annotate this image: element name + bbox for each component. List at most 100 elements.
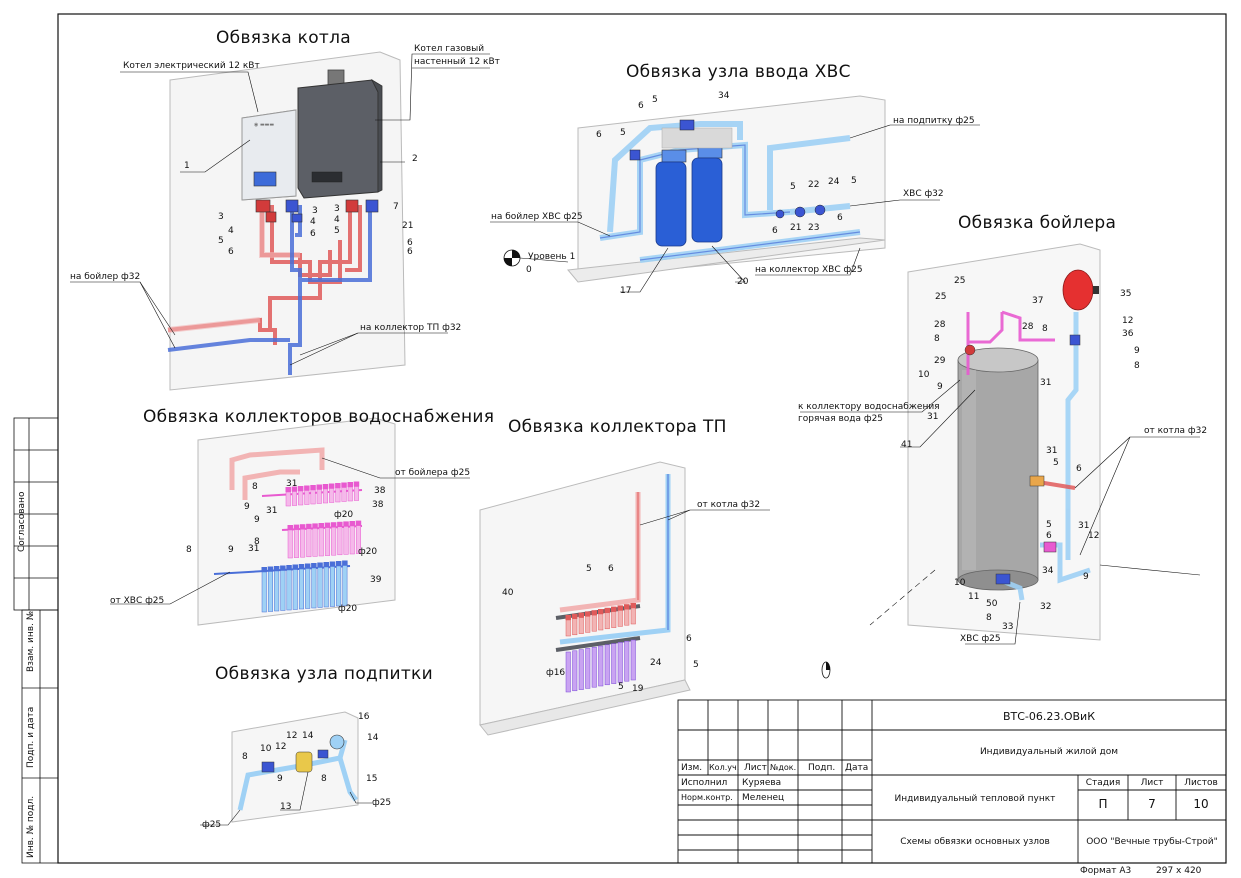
from-hvs-label: от ХВС ф25 (110, 596, 165, 606)
stamp-person: Куряева (742, 778, 782, 788)
pos-number: 31 (286, 479, 298, 489)
pos-number: 8 (186, 545, 192, 555)
hvs-section-title: Обвязка узла ввода ХВС (626, 62, 851, 82)
pos-number: 8 (1042, 324, 1048, 334)
tp-return-tube (617, 642, 623, 683)
stage-value: П (1098, 797, 1108, 811)
pos-number: 41 (901, 440, 913, 450)
pos-number: 17 (620, 286, 632, 296)
tube-valve-cap (630, 603, 636, 608)
level-value: 0 (526, 265, 532, 275)
pos-number: 31 (1046, 446, 1058, 456)
hvs-valves (629, 119, 826, 219)
pos-number: 8 (986, 613, 992, 623)
tp-from-kotel-label: от котла ф32 (697, 500, 761, 510)
pos-number: 21 (790, 223, 802, 233)
water-heater-tank (957, 347, 1039, 591)
collector-tube (291, 491, 297, 506)
pos-number: 3 (312, 206, 318, 216)
subject-name: Индивидуальный тепловой пункт (894, 794, 1056, 804)
collector-tube (335, 487, 341, 503)
pos-number: 6 (837, 213, 843, 223)
collector-tube (305, 568, 311, 609)
tube-valve-cap (335, 561, 342, 566)
tube-valve-cap (273, 566, 280, 571)
tube-valve-cap (355, 520, 362, 526)
to-water-collector-label-2: горячая вода ф25 (798, 414, 884, 424)
collector-tube (341, 487, 347, 502)
pos-number: 36 (1122, 329, 1134, 339)
stamp-role: Норм.контр. (681, 793, 733, 802)
tube-valve-cap (280, 565, 286, 571)
side-stamp-agreed: Согласовано (17, 491, 27, 552)
pos-number: 31 (266, 506, 278, 516)
pos-number: 31 (248, 544, 260, 554)
collector-tube (591, 614, 597, 632)
kotel-cold-pipes (167, 205, 372, 375)
pos-number: 8 (254, 537, 260, 547)
collector-tube (624, 608, 630, 626)
stamp-role: Исполнил (681, 778, 728, 788)
pos-number: 32 (1040, 602, 1052, 612)
water-filters (655, 127, 733, 247)
tube-valve-cap (335, 483, 341, 488)
pos-number: 6 (1076, 464, 1082, 474)
to-boiler-hvs-label: на бойлер ХВС ф25 (491, 212, 583, 222)
tp-return-tube (598, 645, 604, 687)
pos-number: 33 (1002, 622, 1014, 632)
collector-tube (329, 566, 335, 607)
collector-tube (336, 565, 342, 607)
collector-tube (267, 571, 273, 612)
tube-valve-cap (611, 606, 617, 612)
tube-valve-cap (342, 560, 348, 566)
collector-tube (285, 491, 291, 507)
water-collectors-section-title: Обвязка коллекторов водоснабжения (143, 407, 495, 427)
collector-tube (585, 616, 591, 633)
tp-diameter-label: ф16 (546, 668, 566, 678)
pos-number: 6 (407, 238, 413, 248)
pos-number: 6 (310, 229, 316, 239)
pos-number: 31 (1078, 521, 1090, 531)
makeup-section-title: Обвязка узла подпитки (215, 664, 433, 684)
pos-number: 10 (260, 744, 272, 754)
collector-tube (311, 567, 317, 609)
pos-number: 5 (620, 128, 626, 138)
collector-tube (312, 528, 318, 557)
electric-boiler-display (253, 171, 277, 187)
pos-number: 35 (1120, 289, 1132, 299)
collector-tube (292, 569, 298, 610)
pos-number: 5 (790, 182, 796, 192)
pos-number: 9 (244, 502, 250, 512)
pos-number: 25 (954, 276, 966, 286)
to-water-collector-label-1: к коллектору водоснабжения (798, 402, 940, 412)
tube-valve-cap (591, 610, 597, 616)
collector-tube (337, 526, 343, 556)
title-block-grid (677, 699, 1227, 864)
collector-tube (322, 488, 328, 504)
pos-number: 10 (918, 370, 930, 380)
tube-valve-cap (310, 485, 316, 490)
pos-number: 21 (402, 221, 414, 231)
tube-valve-cap (293, 524, 300, 530)
collector-tube (565, 619, 571, 637)
tube-valve-cap (286, 565, 292, 570)
tp-return-tube (565, 651, 571, 693)
pos-number: 16 (358, 712, 370, 722)
pos-number: 37 (1032, 296, 1044, 306)
tube-valve-cap (330, 522, 337, 528)
pos-number: 5 (851, 176, 857, 186)
collector-tube (598, 613, 604, 631)
pos-number: 24 (828, 177, 840, 187)
pos-number: 5 (1053, 458, 1059, 468)
side-stamp-grid (13, 417, 59, 864)
pos-number: 12 (275, 742, 287, 752)
collector-tube (323, 566, 329, 608)
pos-number: 12 (1122, 316, 1134, 326)
tube-valve-cap (311, 563, 317, 568)
tp-return-tube (585, 648, 591, 689)
gas-boiler-label-2: настенный 12 кВт (414, 57, 500, 67)
pos-number: 13 (280, 802, 292, 812)
tp-return-tube (611, 643, 617, 684)
